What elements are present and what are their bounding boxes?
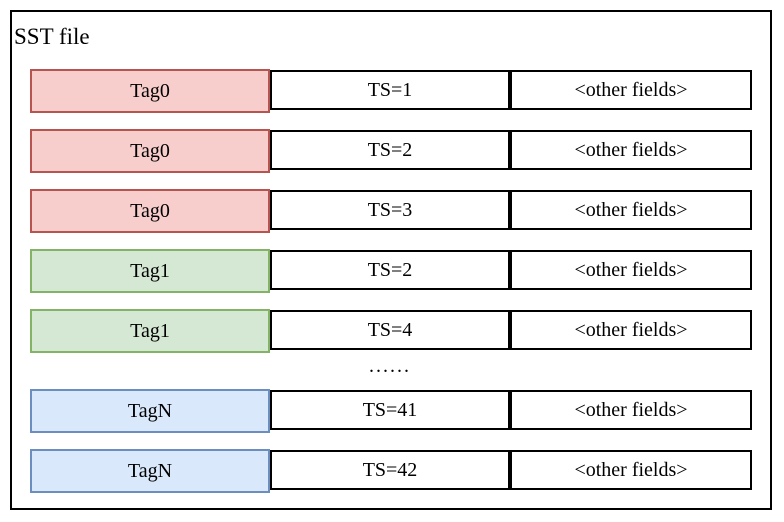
other-fields-cell: <other fields> <box>510 190 752 230</box>
record-row: TagN TS=42 <other fields> <box>30 449 752 493</box>
ellipsis-rows-indicator: ...... <box>369 355 411 377</box>
tag-cell: TagN <box>30 389 270 433</box>
sst-file-label: SST file <box>14 24 90 49</box>
tag-cell: Tag1 <box>30 249 270 293</box>
timestamp-cell: TS=4 <box>270 310 510 350</box>
record-row: TagN TS=41 <other fields> <box>30 389 752 433</box>
other-fields-cell: <other fields> <box>510 390 752 430</box>
record-row: Tag1 TS=2 <other fields> <box>30 249 752 293</box>
tag-cell: Tag0 <box>30 69 270 113</box>
other-fields-cell: <other fields> <box>510 250 752 290</box>
tag-cell: TagN <box>30 449 270 493</box>
timestamp-cell: TS=1 <box>270 70 510 110</box>
tag-cell: Tag0 <box>30 129 270 173</box>
record-row: Tag0 TS=3 <other fields> <box>30 189 752 233</box>
timestamp-cell: TS=2 <box>270 250 510 290</box>
other-fields-cell: <other fields> <box>510 310 752 350</box>
record-row: Tag0 TS=2 <other fields> <box>30 129 752 173</box>
timestamp-cell: TS=2 <box>270 130 510 170</box>
timestamp-cell: TS=42 <box>270 450 510 490</box>
other-fields-cell: <other fields> <box>510 130 752 170</box>
timestamp-cell: TS=3 <box>270 190 510 230</box>
tag-cell: Tag1 <box>30 309 270 353</box>
record-row: Tag1 TS=4 <other fields> <box>30 309 752 353</box>
tag-cell: Tag0 <box>30 189 270 233</box>
sst-file-box: SST file Tag0 TS=1 <other fields> Tag0 T… <box>10 10 772 510</box>
other-fields-cell: <other fields> <box>510 70 752 110</box>
record-row: Tag0 TS=1 <other fields> <box>30 69 752 113</box>
timestamp-cell: TS=41 <box>270 390 510 430</box>
other-fields-cell: <other fields> <box>510 450 752 490</box>
